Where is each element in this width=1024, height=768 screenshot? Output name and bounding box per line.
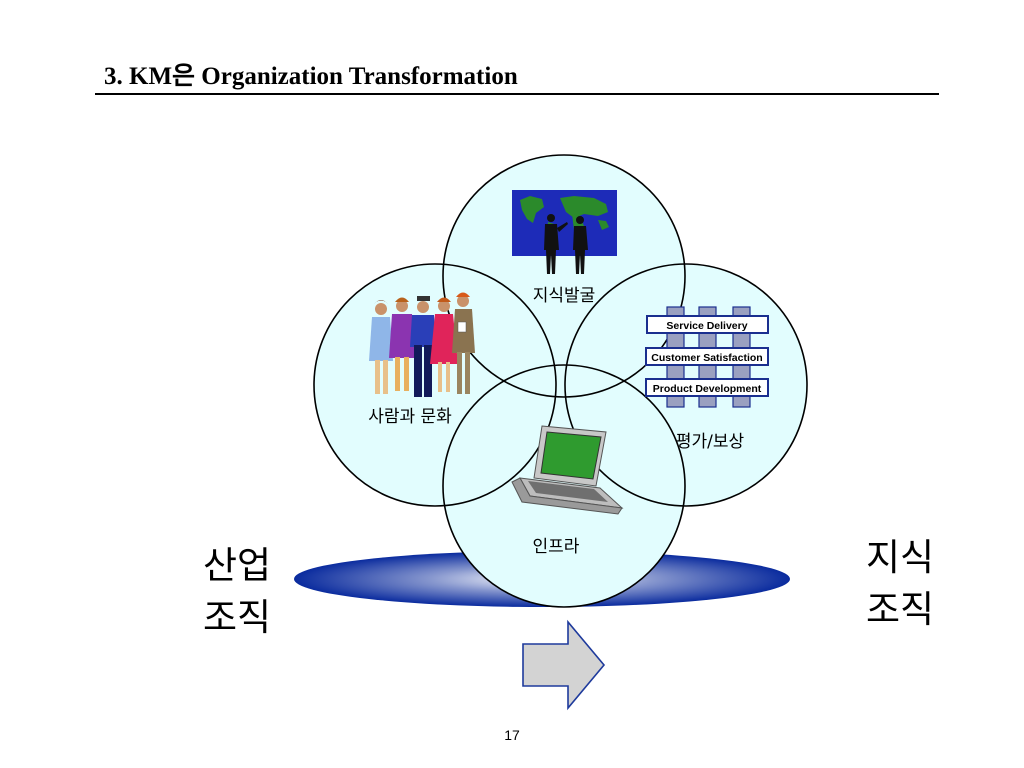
group-of-people-icon: [369, 292, 475, 397]
bar-product-development: [645, 378, 769, 397]
world-map-businessmen-icon: [512, 190, 617, 274]
slide-title: 3. KM은 Organization Transformation: [104, 63, 518, 90]
bar-label: Product Development: [653, 383, 762, 395]
title-divider: [95, 93, 939, 95]
circle-label-left: 사람과 문화: [368, 407, 452, 427]
bar-service-delivery: [646, 315, 769, 334]
circle-label-right: 평가/보상: [676, 432, 745, 452]
bar-label: Service Delivery: [666, 320, 747, 332]
process-bars-icon: Service Delivery Customer Satisfaction P…: [645, 306, 769, 408]
label-knowledge-organization: 지식 조직: [866, 536, 935, 631]
circle-outlines: [313, 154, 808, 608]
label-industrial-organization: 산업 조직: [203, 544, 272, 639]
circle-label-top: 지식발굴: [533, 286, 596, 306]
page-number: 17: [504, 727, 520, 743]
bar-label: Customer Satisfaction: [651, 352, 762, 364]
right-arrow-icon: [522, 619, 606, 711]
laptop-computer-icon: [511, 425, 624, 515]
circle-label-bottom: 인프라: [533, 537, 580, 557]
bar-customer-satisfaction: [645, 347, 769, 366]
